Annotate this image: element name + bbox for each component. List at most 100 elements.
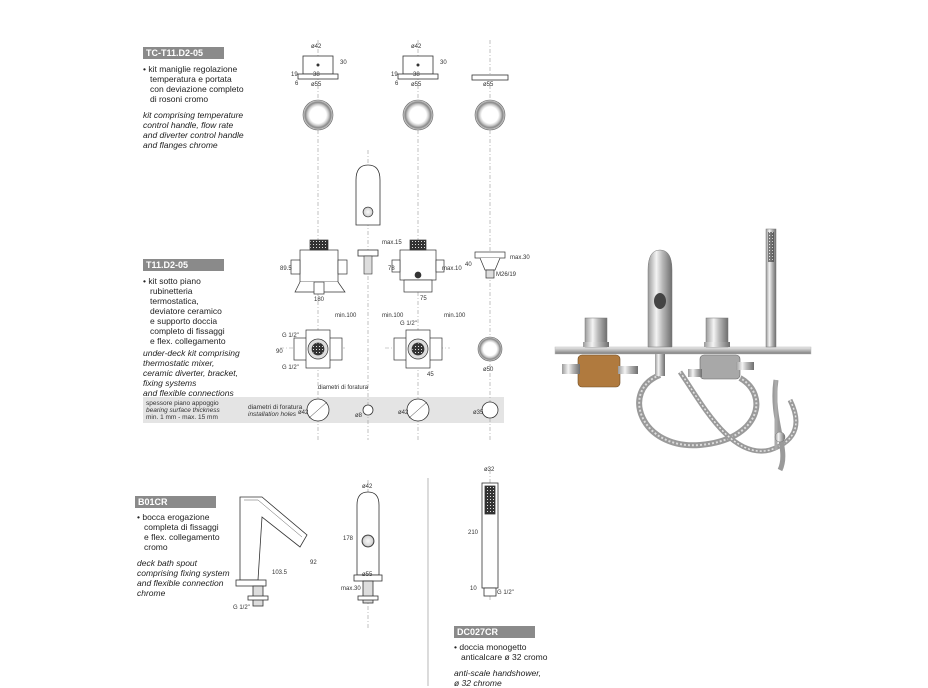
desc-it-b01cr: bocca erogazione completa di fissaggi e … [137,512,247,552]
desc-line: termostatica, [150,296,199,306]
dim-label: ø32 [484,467,495,473]
desc-en-t11: under-deck kit comprising thermostatic m… [143,348,263,398]
diverter-body-side [391,239,445,293]
desc-line: thermostatic mixer, [143,358,215,368]
desc-en-tc-t11: kit comprising temperature control handl… [143,110,263,150]
band-line: bearing surface thickness [146,407,220,414]
dim-label: G 1/2" [497,590,514,596]
dim-label: 30 [340,60,347,66]
desc-line: bocca erogazione [137,512,247,522]
dim-label: 75 [420,296,427,302]
handle-side-view-2 [397,55,439,80]
dim-label: 45 [427,372,434,378]
flange-side-view [471,74,509,81]
desc-line: cromo [144,542,168,552]
mixer-body-side [290,239,348,295]
dim-label: 90 [276,349,283,355]
dim-label: 92 [310,560,317,566]
desc-line: and flexible connections [143,388,234,398]
dim-label: ø42 [311,44,322,50]
dim-label: 89.5 [280,266,292,272]
dim-label: 210 [468,530,479,536]
desc-line: deviatore ceramico [150,306,222,316]
band-left-text: spessore piano appoggio bearing surface … [146,400,220,421]
mixer-body-top [293,329,343,369]
dim-label: max.30 [341,586,361,592]
band-line: installation holes [248,411,297,418]
desc-line: completo di fissaggi [150,326,225,336]
spout-front-view [353,491,383,604]
dim-label: ø55 [362,572,373,578]
desc-line: and flexible connection [137,578,224,588]
desc-line: e supporto doccia [150,316,218,326]
desc-en-b01cr: deck bath spout comprising fixing system… [137,558,247,598]
band-holes-text: diametri di foratura installation holes [248,404,302,418]
dim-label: ø42 [411,44,422,50]
dim-label: M26/19 [496,272,517,278]
band-hole-label: diametri di foratura [318,385,369,391]
handle-side-view-1 [297,55,339,80]
product-photo [554,228,812,472]
dim-label: 103.5 [272,570,288,576]
dim-label: ø50 [483,367,494,373]
dim-label: ø42 [298,410,309,416]
spout-front-upper [355,164,381,275]
dim-label: 178 [343,536,354,542]
desc-it-tc-t11: kit maniglie regolazione temperatura e p… [143,64,263,104]
dim-label: min.100 [444,313,466,319]
dim-label: ø55 [483,82,494,88]
desc-line: chrome [137,588,166,598]
dim-label: G 1/2" [282,365,299,371]
dim-label: ø42 [362,484,373,490]
desc-line: kit comprising temperature [143,110,244,120]
dim-label: 19 [391,72,398,78]
desc-line: kit maniglie regolazione [143,64,263,74]
desc-line: completa di fissaggi [144,522,219,532]
dim-label: ø55 [411,82,422,88]
desc-line: con deviazione completo [150,84,244,94]
desc-line: and diverter control handle [143,130,244,140]
dim-label: min.100 [335,313,357,319]
flange-ring-1 [302,99,334,131]
diverter-body-top [393,329,443,369]
desc-line: e flex. collegamento [150,336,226,346]
desc-line: and flanges chrome [143,140,218,150]
desc-line: anticalcare ø 32 cromo [461,652,548,662]
band-line: spessore piano appoggio [146,400,219,407]
install-hole-4 [481,401,499,419]
desc-line: anti-scale handshower, [454,668,541,678]
dim-label: min.100 [382,313,404,319]
desc-line: ø 32 chrome [454,678,502,688]
band-line: min. 1 mm - max. 15 mm [146,414,218,421]
dim-label: 30 [440,60,447,66]
dim-label: G 1/2" [282,333,299,339]
dim-label: max.30 [510,255,530,261]
code-tag-dc027cr: DC027CR [454,626,535,638]
desc-line: temperatura e portata [150,74,232,84]
dim-label: 78 [388,266,395,272]
install-hole-2 [362,404,374,416]
dim-label: 40 [465,262,472,268]
code-tag-tc-t11: TC-T11.D2-05 [143,47,224,59]
dim-label: G 1/2" [233,605,250,611]
desc-line: comprising fixing system [137,568,230,578]
desc-line: rubinetteria [150,286,193,296]
desc-line: under-deck kit comprising [143,348,240,358]
flange-ring-2 [402,99,434,131]
dim-label: 6 [295,81,299,87]
dim-label: ø55 [311,82,322,88]
dim-label: ø35 [473,410,484,416]
shower-holder-side [474,251,506,279]
dim-label: G 1/2" [400,321,417,327]
dim-label: 38 [413,72,420,78]
desc-line: deck bath spout [137,558,198,568]
desc-line: doccia monogetto [454,642,574,652]
dim-label: 10 [470,586,477,592]
code-tag-b01cr: B01CR [135,496,216,508]
desc-line: control handle, flow rate [143,120,234,130]
desc-line: fixing systems [143,378,197,388]
flange-ring-3 [474,99,506,131]
handshower-drawing [481,482,499,597]
desc-en-dc027cr: anti-scale handshower, ø 32 chrome [454,668,574,688]
